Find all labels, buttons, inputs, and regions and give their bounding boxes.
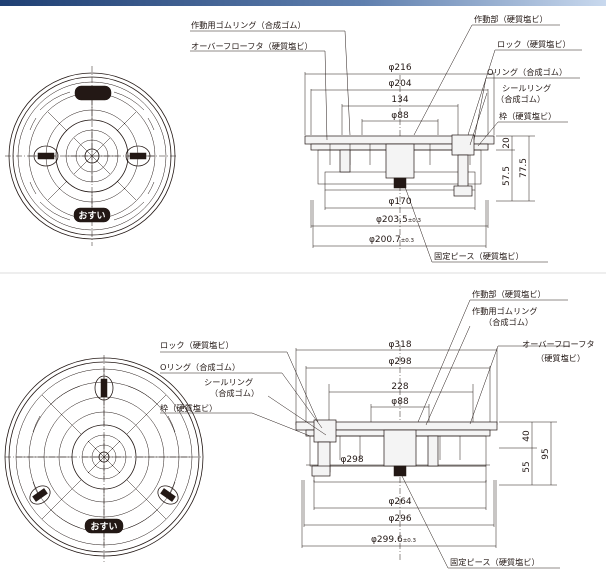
dim-d298-inner: φ298 bbox=[340, 455, 363, 465]
label-lock: ロック（硬質塩ビ） bbox=[497, 39, 571, 49]
label-rubber-ring-bottom: 作動用ゴムリング bbox=[472, 306, 538, 316]
label-overflow-lid: オーバーフローフタ（硬質塩ビ） bbox=[191, 41, 313, 51]
label-seal-ring-material: （合成ゴム） bbox=[496, 94, 545, 104]
dim-d88-bottom: φ88 bbox=[391, 397, 409, 407]
label-fix-piece-bottom: 固定ピース（硬質塩ビ） bbox=[450, 557, 540, 567]
label-o-ring-bottom: Oリング（合成ゴム） bbox=[160, 362, 240, 372]
section-bottom-leaders bbox=[160, 299, 570, 569]
dim-d299-6: φ299.6±0.3 bbox=[371, 535, 417, 545]
dim-d203-5: φ203.5±0.3 bbox=[376, 215, 422, 225]
dim-d200-7: φ200.7±0.3 bbox=[369, 235, 415, 245]
dim-d298: φ298 bbox=[388, 357, 411, 367]
dim-d204: φ204 bbox=[388, 79, 411, 89]
dim-d170: φ170 bbox=[388, 197, 411, 207]
section-bottom bbox=[295, 345, 557, 560]
dim-h57-5: 57.5 bbox=[502, 166, 512, 186]
dim-d88: φ88 bbox=[391, 111, 409, 121]
dim-d264: φ264 bbox=[388, 497, 411, 507]
dim-h77-5: 77.5 bbox=[519, 158, 529, 178]
cover-plan-bottom: おすい bbox=[4, 355, 204, 562]
dim-h40: 40 bbox=[522, 430, 532, 442]
section-top bbox=[304, 72, 535, 250]
label-seal-ring-bottom: シールリング bbox=[204, 377, 253, 387]
cover-top-label: おすい bbox=[78, 211, 105, 222]
dim-d216: φ216 bbox=[388, 63, 411, 73]
label-overflow-lid-bottom-material: （硬質塩ビ） bbox=[536, 353, 585, 363]
header-banner bbox=[0, 0, 606, 6]
dim-228: 228 bbox=[391, 382, 408, 392]
label-actuator-bottom: 作動部（硬質塩ビ） bbox=[472, 289, 546, 299]
label-rubber-ring-bottom-material: （合成ゴム） bbox=[484, 317, 533, 327]
cover-plan-top: おすい bbox=[5, 66, 178, 246]
label-fix-piece: 固定ピース（硬質塩ビ） bbox=[434, 251, 524, 261]
label-seal-ring: シールリング bbox=[502, 83, 551, 93]
label-actuator: 作動部（硬質塩ビ） bbox=[474, 14, 548, 24]
label-o-ring: Oリング（合成ゴム） bbox=[487, 67, 567, 77]
dim-d318: φ318 bbox=[388, 340, 411, 350]
dim-h55: 55 bbox=[522, 461, 532, 472]
label-frame-bottom: 枠（硬質塩ビ） bbox=[160, 403, 217, 413]
cover-bottom-label: おすい bbox=[90, 522, 117, 533]
label-lock-bottom: ロック（硬質塩ビ） bbox=[160, 340, 234, 350]
dim-d296: φ296 bbox=[388, 514, 411, 524]
section-top-leaders bbox=[190, 24, 582, 263]
label-overflow-lid-bottom: オーバーフローフタ bbox=[522, 339, 595, 349]
dim-h95: 95 bbox=[541, 448, 551, 459]
label-rubber-ring: 作動用ゴムリング（合成ゴム） bbox=[191, 20, 306, 30]
label-seal-ring-bottom-material: （合成ゴム） bbox=[210, 388, 259, 398]
dim-134: 134 bbox=[391, 95, 408, 105]
dim-h20: 20 bbox=[502, 137, 512, 149]
label-frame: 枠（硬質塩ビ） bbox=[499, 111, 556, 121]
